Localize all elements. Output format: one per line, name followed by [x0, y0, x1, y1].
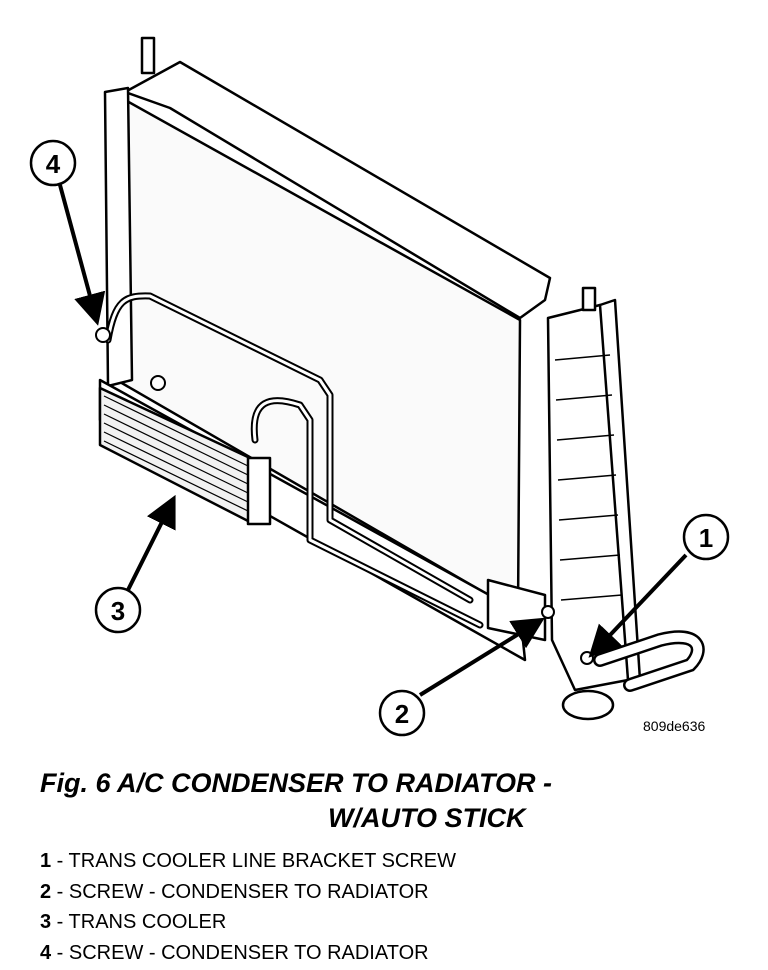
- legend-number: 4: [40, 941, 52, 964]
- legend-text: - SCREW - CONDENSER TO RADIATOR: [51, 941, 429, 964]
- caption-title-line-2: W/AUTO STICK: [328, 803, 526, 833]
- callout-label-4: 4: [46, 149, 61, 179]
- legend-item: 2 - SCREW - CONDENSER TO RADIATOR: [40, 877, 456, 908]
- legend-text: - TRANS COOLER: [51, 911, 227, 933]
- leader-arrow-3: [126, 494, 176, 591]
- left-tank: [103, 86, 134, 388]
- leader-arrow-4: [58, 184, 106, 326]
- leader-arrow-2: [418, 617, 545, 697]
- legend-item: 1 - TRANS COOLER LINE BRACKET SCREW: [40, 846, 456, 877]
- top-post: [140, 36, 156, 75]
- callout-circle-2: [378, 689, 426, 737]
- radiator-condenser-illustration: 4 3 2 1: [29, 36, 730, 737]
- cooler-end-cap: [246, 456, 272, 526]
- screw-2: [541, 605, 555, 619]
- screw-4: [95, 327, 111, 343]
- legend-item: 3 - TRANS COOLER: [40, 907, 456, 938]
- callout-label-3: 3: [111, 596, 125, 626]
- legend-text: - TRANS COOLER LINE BRACKET SCREW: [51, 850, 457, 872]
- callout-circle-1: [682, 513, 730, 561]
- filler-neck: [581, 286, 597, 312]
- legend-list: 1 - TRANS COOLER LINE BRACKET SCREW 2 - …: [40, 846, 456, 968]
- legend-number: 2: [40, 880, 52, 903]
- callout-circle-4: [29, 139, 77, 187]
- callout-circle-3: [94, 586, 142, 634]
- legend-item: 4 - SCREW - CONDENSER TO RADIATOR: [40, 938, 456, 969]
- bolt-cooler: [150, 375, 166, 391]
- callout-label-1: 1: [699, 523, 713, 553]
- figure-id-label: 809de636: [643, 718, 706, 734]
- mounting-bracket: [486, 578, 547, 642]
- screw-1: [580, 651, 594, 665]
- legend-number: 3: [40, 911, 52, 933]
- top-rail: [123, 60, 552, 320]
- caption-title-line-1: Fig. 6 A/C CONDENSER TO RADIATOR -: [40, 768, 553, 798]
- drain-cap: [561, 689, 615, 721]
- callout-label-2: 2: [395, 699, 409, 729]
- legend-text: - SCREW - CONDENSER TO RADIATOR: [51, 880, 429, 903]
- legend-number: 1: [40, 850, 52, 872]
- leader-arrow-1: [588, 553, 688, 658]
